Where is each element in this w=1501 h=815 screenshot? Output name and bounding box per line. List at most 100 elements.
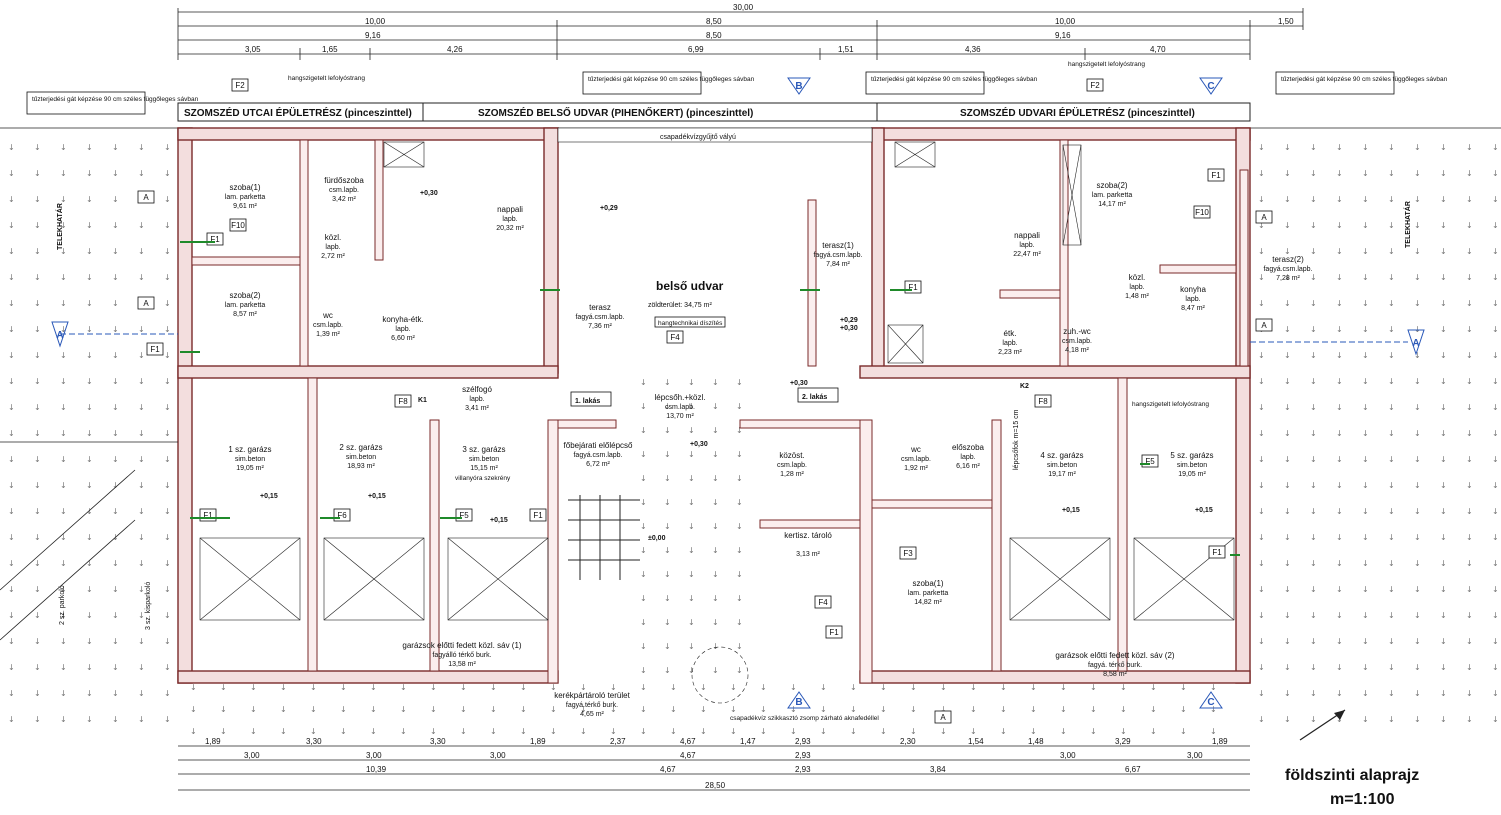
terrain-mark: ↓ bbox=[8, 559, 15, 568]
dim-bottom-row2: 3,00 bbox=[1187, 751, 1203, 760]
terrain-mark: ↓ bbox=[190, 705, 197, 714]
terrain-mark: ↓ bbox=[1466, 299, 1473, 308]
terrain-mark: ↓ bbox=[580, 705, 587, 714]
terrain-mark: ↓ bbox=[164, 663, 171, 672]
terrain-mark: ↓ bbox=[34, 559, 41, 568]
section-a-right: A bbox=[1412, 338, 1419, 349]
room-floor: sim.beton bbox=[469, 456, 499, 463]
room-name: terasz bbox=[589, 303, 611, 312]
terrain-mark: ↓ bbox=[712, 570, 719, 579]
terrain-mark: ↓ bbox=[700, 683, 707, 692]
terrain-mark: ↓ bbox=[700, 705, 707, 714]
terrain-mark: ↓ bbox=[1362, 299, 1369, 308]
terrain-mark: ↓ bbox=[1466, 169, 1473, 178]
dim-bottom-row1: 1,89 bbox=[1212, 737, 1228, 746]
terrain-mark: ↓ bbox=[1362, 455, 1369, 464]
terrain-mark: ↓ bbox=[1388, 377, 1395, 386]
terrain-mark: ↓ bbox=[60, 455, 67, 464]
terrain-mark: ↓ bbox=[550, 683, 557, 692]
terrain-mark: ↓ bbox=[1492, 559, 1499, 568]
room-name: garázsok előtti fedett közl. sáv (2) bbox=[1055, 651, 1175, 660]
terrain-mark: ↓ bbox=[1310, 559, 1317, 568]
room-name: 3 sz. garázs bbox=[462, 445, 505, 454]
terrain-mark: ↓ bbox=[164, 273, 171, 282]
dim-top-3c: 9,16 bbox=[1055, 31, 1071, 40]
terrain-mark: ↓ bbox=[1492, 481, 1499, 490]
terrain-mark: ↓ bbox=[736, 450, 743, 459]
terrain-mark: ↓ bbox=[1362, 481, 1369, 490]
terrain-mark: ↓ bbox=[1440, 169, 1447, 178]
terrain-mark: ↓ bbox=[1414, 403, 1421, 412]
terrain-mark: ↓ bbox=[280, 727, 287, 736]
terrain-mark: ↓ bbox=[112, 143, 119, 152]
terrain-mark: ↓ bbox=[1388, 273, 1395, 282]
terrain-mark: ↓ bbox=[1310, 299, 1317, 308]
terrain-mark: ↓ bbox=[1362, 663, 1369, 672]
room-name: lépcsőh.+közl. bbox=[655, 393, 706, 402]
terrain-mark: ↓ bbox=[164, 377, 171, 386]
level-marker: +0,30 bbox=[840, 325, 858, 332]
terrain-mark: ↓ bbox=[1466, 689, 1473, 698]
terrain-mark: ↓ bbox=[640, 705, 647, 714]
terrain-mark: ↓ bbox=[138, 169, 145, 178]
element-tag bbox=[1255, 210, 1273, 224]
room-name: 1 sz. garázs bbox=[228, 445, 271, 454]
terrain-mark: ↓ bbox=[850, 683, 857, 692]
section-c-top: C bbox=[1207, 81, 1214, 92]
dim-bottom-row2: 3,00 bbox=[244, 751, 260, 760]
terrain-mark: ↓ bbox=[8, 481, 15, 490]
room-area: 1,28 m² bbox=[780, 471, 804, 478]
terrain-mark: ↓ bbox=[1258, 481, 1265, 490]
zero-level-label: ±0,00 bbox=[648, 535, 666, 542]
terrain-mark: ↓ bbox=[1284, 455, 1291, 464]
dim-top-2a: 10,00 bbox=[365, 17, 386, 26]
terrain-mark: ↓ bbox=[1310, 221, 1317, 230]
terrain-mark: ↓ bbox=[730, 705, 737, 714]
terrain-mark: ↓ bbox=[138, 273, 145, 282]
element-tag-label: F8 bbox=[1038, 397, 1048, 406]
terrain-mark: ↓ bbox=[1284, 195, 1291, 204]
terrain-mark: ↓ bbox=[1440, 195, 1447, 204]
terrain-mark: ↓ bbox=[550, 727, 557, 736]
terrain-mark: ↓ bbox=[1030, 727, 1037, 736]
terrain-mark: ↓ bbox=[1310, 351, 1317, 360]
terrain-mark: ↓ bbox=[1362, 221, 1369, 230]
terrain-mark: ↓ bbox=[640, 594, 647, 603]
room-floor: lam. parketta bbox=[225, 194, 266, 201]
dim-bottom-row2: 3,00 bbox=[366, 751, 382, 760]
terrain-mark: ↓ bbox=[112, 299, 119, 308]
terrain-mark: ↓ bbox=[1388, 299, 1395, 308]
room-name: szoba(2) bbox=[1096, 181, 1127, 190]
terrain-mark: ↓ bbox=[1362, 585, 1369, 594]
terrain-mark: ↓ bbox=[60, 195, 67, 204]
terrain-mark: ↓ bbox=[1120, 727, 1127, 736]
terrain-mark: ↓ bbox=[112, 481, 119, 490]
section-c-bottom: C bbox=[1207, 697, 1214, 708]
title-block: földszinti alaprajz m=1:100 bbox=[1285, 767, 1419, 808]
terrain-mark: ↓ bbox=[1310, 637, 1317, 646]
terrain-mark: ↓ bbox=[220, 705, 227, 714]
terrain-mark: ↓ bbox=[1414, 143, 1421, 152]
terrain-mark: ↓ bbox=[520, 683, 527, 692]
room-name: konyha bbox=[1180, 285, 1206, 294]
terrain-mark: ↓ bbox=[1466, 325, 1473, 334]
element-tag-label: A bbox=[1261, 321, 1267, 330]
element-tag-label: F1 bbox=[210, 235, 220, 244]
terrain-mark: ↓ bbox=[1362, 273, 1369, 282]
terrain-mark: ↓ bbox=[1414, 351, 1421, 360]
stair-height-label: lépcsőfok m=15 cm bbox=[1013, 409, 1020, 470]
side-labels: TELEKHATÁR TELEKHATÁR 2 sz. parkoló 3 sz… bbox=[0, 201, 1412, 641]
element-tag-label: F4 bbox=[818, 598, 828, 607]
room-area: 18,93 m² bbox=[347, 463, 375, 470]
element-tag-label: A bbox=[143, 193, 149, 202]
terrain-mark: ↓ bbox=[34, 455, 41, 464]
dim-bottom-row3: 6,67 bbox=[1125, 765, 1141, 774]
room-area: 13,70 m² bbox=[666, 413, 694, 420]
terrain-mark: ↓ bbox=[1336, 715, 1343, 724]
level-marker: +0,30 bbox=[690, 441, 708, 448]
terrain-mark: ↓ bbox=[1362, 169, 1369, 178]
terrain-mark: ↓ bbox=[1258, 273, 1265, 282]
element-tag-label: F1 bbox=[829, 628, 839, 637]
terrain-mark: ↓ bbox=[430, 727, 437, 736]
